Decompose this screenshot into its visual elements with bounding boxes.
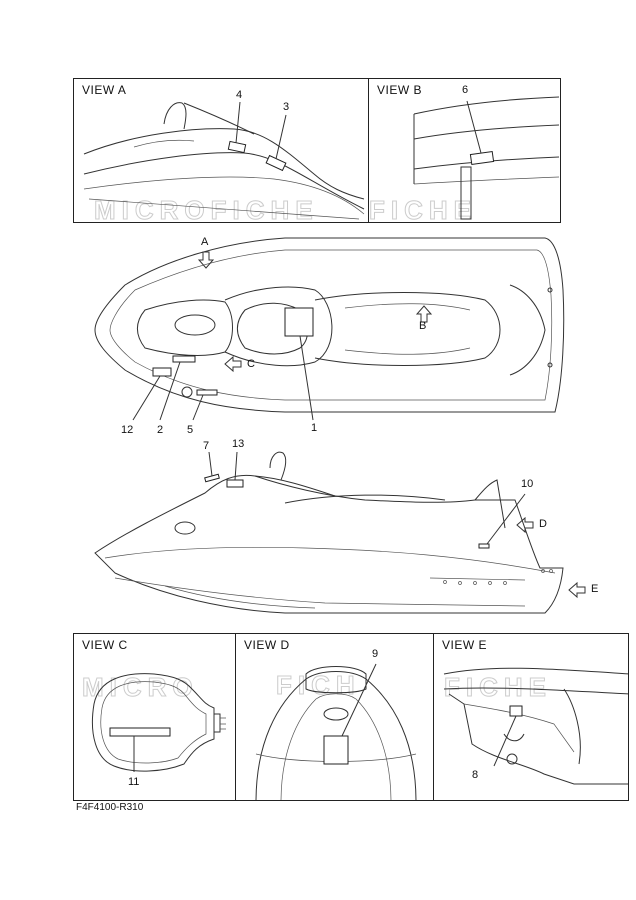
label-9-rect bbox=[323, 735, 349, 765]
callout-9: 9 bbox=[372, 648, 379, 660]
view-c-title: VIEW C bbox=[82, 638, 128, 652]
callout-5: 5 bbox=[187, 424, 194, 436]
view-d-title: VIEW D bbox=[244, 638, 290, 652]
label-10-rect bbox=[478, 543, 490, 549]
diagram-code: F4F4100-R310 bbox=[76, 802, 144, 813]
arrow-d-icon bbox=[516, 516, 534, 534]
callout-12: 12 bbox=[121, 424, 134, 436]
label-5-rect bbox=[196, 389, 218, 396]
view-e-drawing: FICHE bbox=[444, 667, 628, 785]
callout-7: 7 bbox=[203, 440, 210, 452]
arrow-c-label: C bbox=[247, 358, 255, 370]
watermark-text: MICROFICHE bbox=[94, 195, 319, 223]
view-c-drawing: MICRO bbox=[82, 672, 226, 772]
view-d-panel: VIEW D FICH 9 bbox=[235, 633, 435, 801]
view-e-title: VIEW E bbox=[442, 638, 488, 652]
callout-4: 4 bbox=[236, 89, 243, 101]
view-d-drawing: FICH bbox=[255, 663, 417, 800]
arrow-e-icon bbox=[568, 581, 586, 599]
label-6-rect bbox=[469, 150, 495, 166]
view-b-title: VIEW B bbox=[377, 83, 423, 97]
arrow-a-icon bbox=[197, 251, 215, 269]
callout-10: 10 bbox=[521, 478, 534, 490]
label-11-rect bbox=[109, 727, 171, 737]
label-7-rect bbox=[204, 473, 220, 483]
callout-13: 13 bbox=[232, 438, 245, 450]
view-a-panel: VIEW A MICROFICHE 4 3 bbox=[73, 78, 370, 223]
svg-text:MICRO: MICRO bbox=[82, 672, 199, 702]
arrow-b-label: B bbox=[419, 320, 427, 332]
label-1-rect bbox=[284, 307, 314, 337]
view-b-panel: VIEW B FICHE 6 bbox=[368, 78, 561, 223]
view-e-panel: VIEW E FICHE 8 bbox=[433, 633, 629, 801]
callout-2: 2 bbox=[157, 424, 164, 436]
svg-text:FICHE: FICHE bbox=[444, 672, 552, 702]
arrow-d-label: D bbox=[539, 518, 547, 530]
view-c-panel: VIEW C MICRO 11 bbox=[73, 633, 237, 801]
label-2-rect bbox=[172, 355, 196, 363]
top-view-drawing: A B C 12 2 5 1 bbox=[85, 230, 575, 440]
label-3-rect bbox=[265, 154, 287, 172]
label-4-rect bbox=[227, 140, 247, 154]
callout-11: 11 bbox=[128, 776, 140, 788]
view-b-drawing: FICHE bbox=[369, 96, 560, 223]
callout-1: 1 bbox=[311, 422, 318, 434]
arrow-b-icon bbox=[415, 305, 433, 323]
label-12-rect bbox=[152, 367, 172, 377]
arrow-e-label: E bbox=[591, 583, 599, 595]
view-a-title: VIEW A bbox=[82, 83, 127, 97]
label-8-rect bbox=[509, 705, 523, 717]
side-view-drawing: 7 13 10 D E bbox=[85, 438, 610, 628]
callout-8: 8 bbox=[472, 769, 479, 781]
arrow-c-icon bbox=[224, 355, 242, 373]
callout-3: 3 bbox=[283, 101, 290, 113]
arrow-a-label: A bbox=[201, 236, 209, 248]
view-a-drawing: MICROFICHE bbox=[83, 101, 365, 223]
label-13-rect bbox=[226, 479, 244, 488]
svg-text:FICHE: FICHE bbox=[369, 195, 477, 223]
callout-6: 6 bbox=[462, 84, 469, 96]
